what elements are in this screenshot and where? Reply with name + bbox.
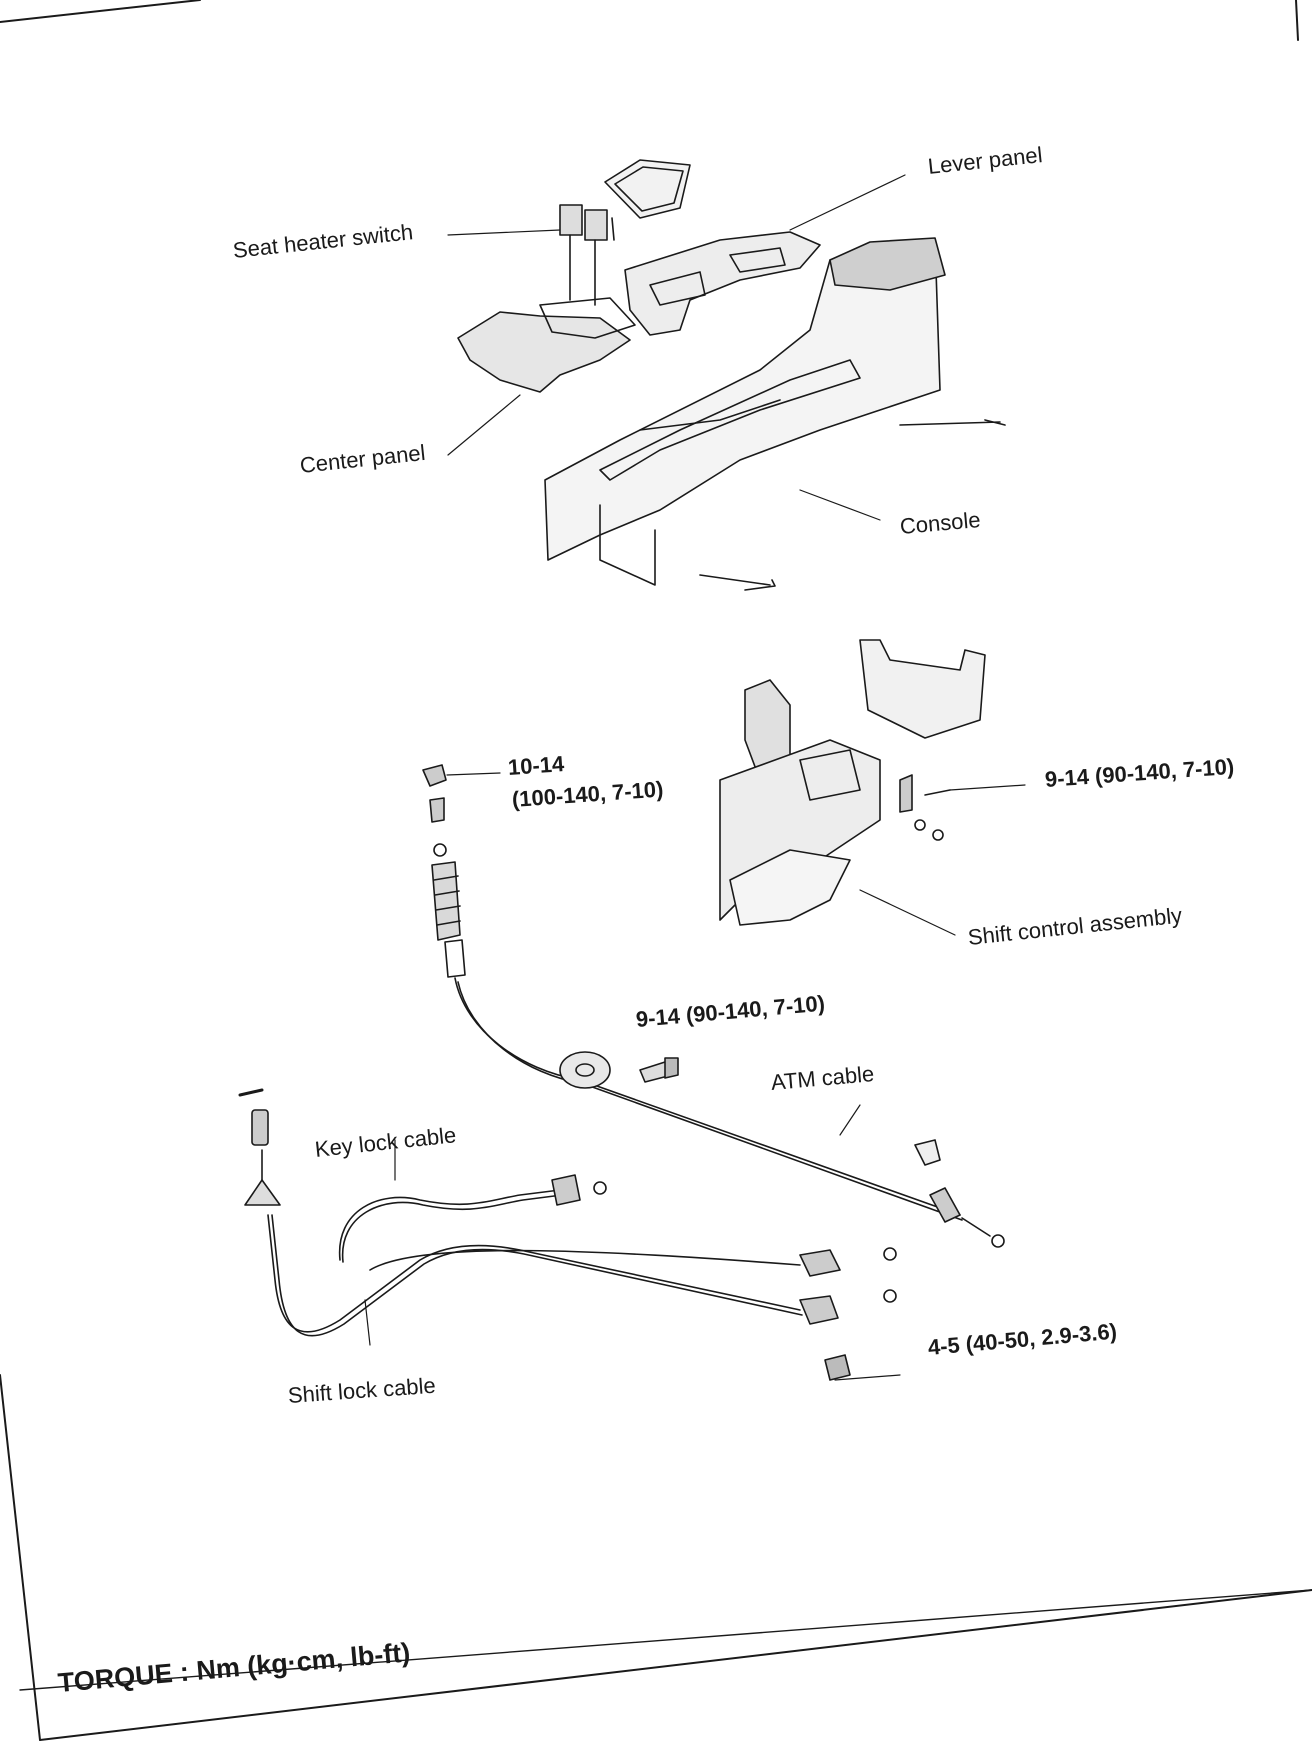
lever-panel bbox=[624, 231, 821, 336]
torque-leader-lines bbox=[446, 772, 901, 1381]
cable-leader-lines bbox=[364, 1139, 396, 1346]
atm-cable-drawing bbox=[422, 764, 1005, 1248]
label-torque-nut-top-line1: 10-14 bbox=[507, 751, 565, 780]
seat-heater-switch-drawing bbox=[559, 204, 615, 306]
lock-cables-drawing bbox=[238, 1088, 897, 1381]
console-assembly-drawing bbox=[457, 159, 1006, 591]
console-body bbox=[544, 239, 941, 561]
console-leader-lines bbox=[447, 174, 906, 521]
shift-control-assembly-drawing bbox=[719, 639, 986, 926]
shift-leader-lines bbox=[859, 784, 1026, 936]
shift-bracket bbox=[859, 639, 986, 739]
center-panel bbox=[457, 311, 631, 393]
